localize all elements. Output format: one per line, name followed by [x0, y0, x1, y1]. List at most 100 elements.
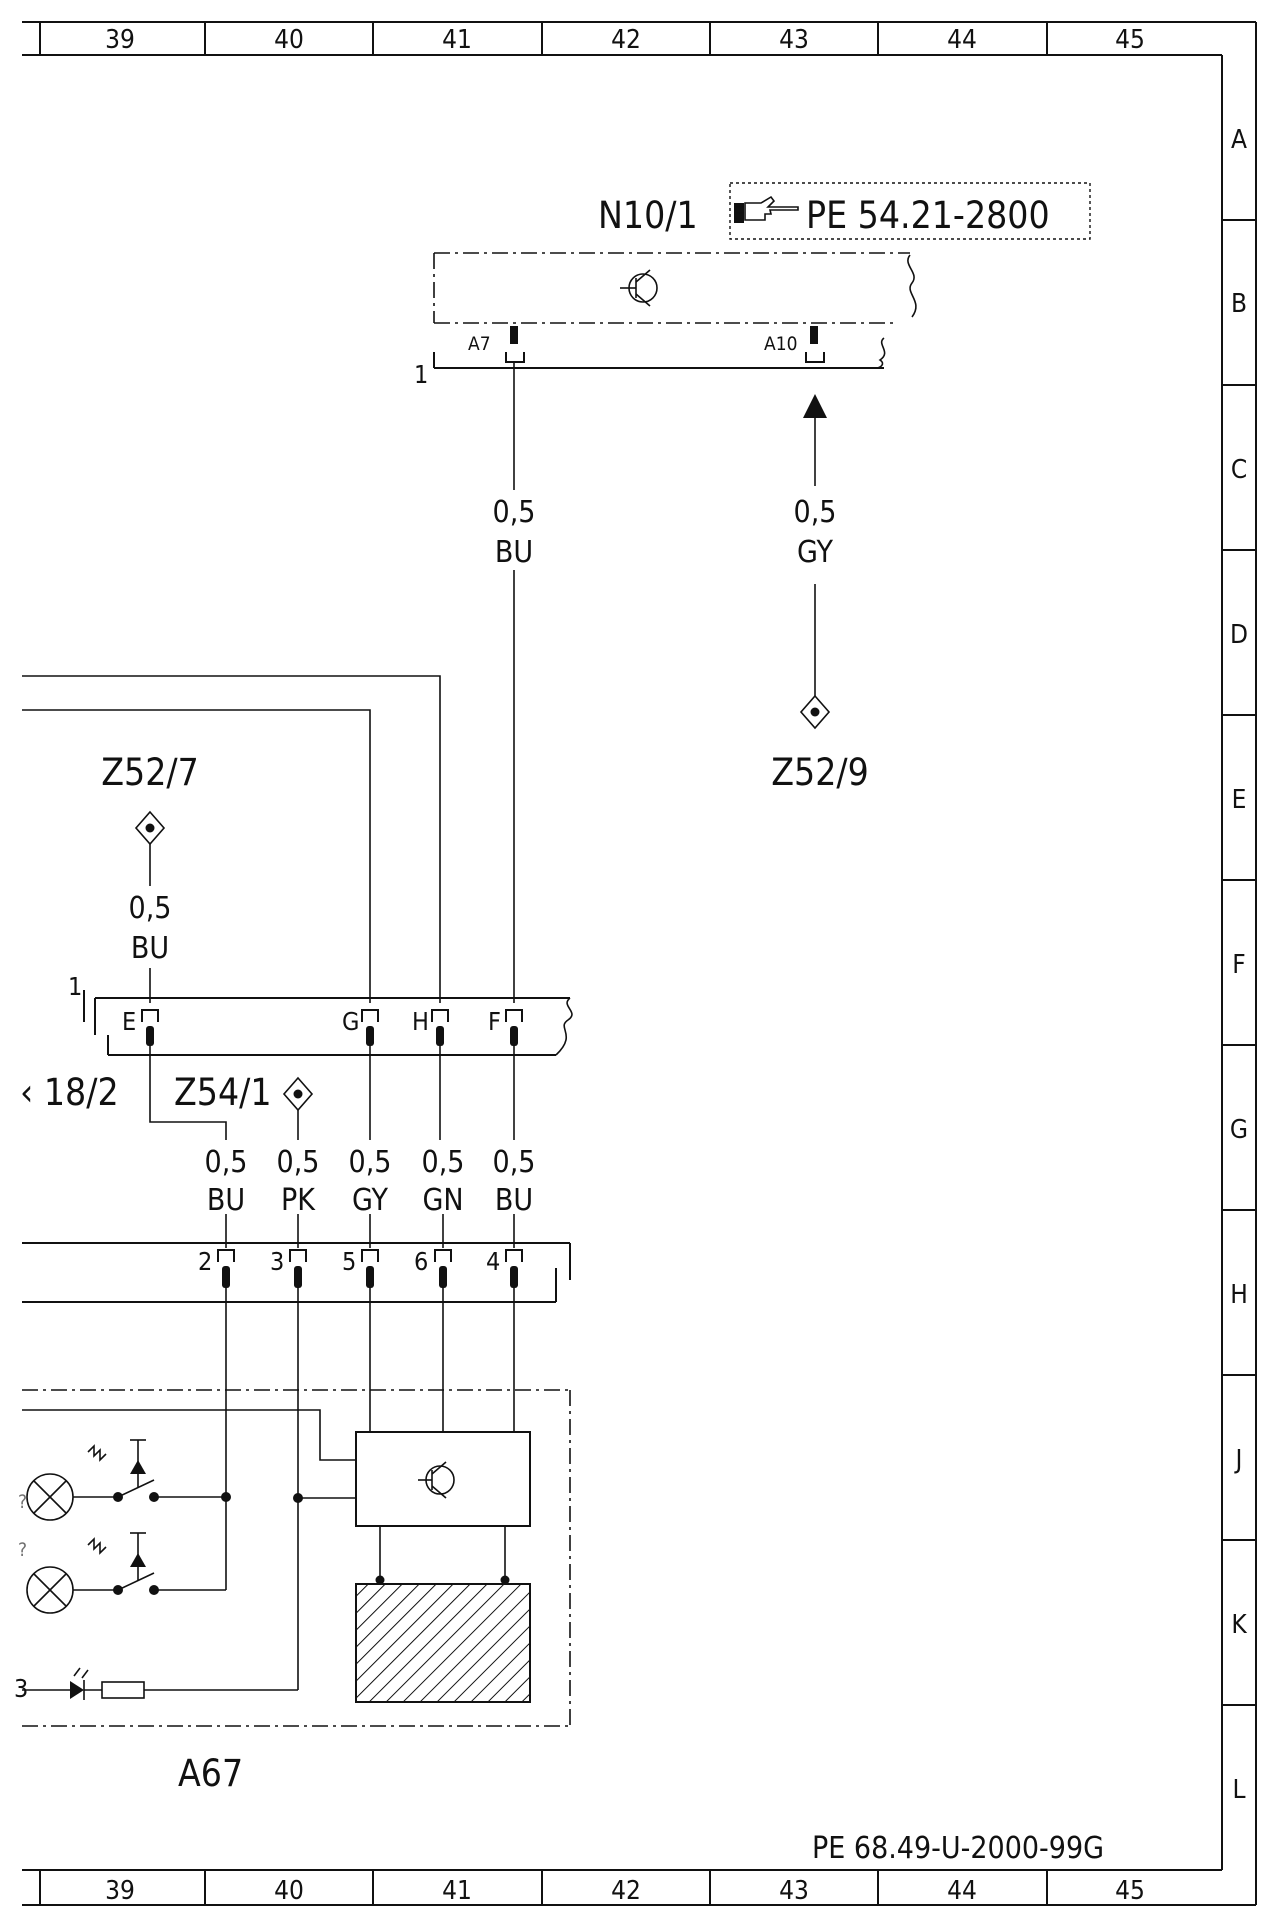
row-label-K: K: [1231, 1610, 1247, 1640]
pin-label-a7: A7: [468, 333, 491, 355]
column-label-44: 44: [947, 1876, 977, 1906]
column-label-45: 45: [1115, 1876, 1145, 1906]
wire-bottom-4-size: 0,5: [422, 1145, 465, 1180]
pin-3: [289, 1249, 307, 1288]
wire-a7-size: 0,5: [493, 495, 536, 530]
wire-bottom-4-color: GN: [422, 1183, 463, 1218]
hatched-component: [355, 1583, 531, 1703]
module-control-box: [355, 1431, 531, 1527]
column-label-44: 44: [947, 25, 977, 55]
row-label-D: D: [1230, 620, 1248, 650]
pin-group-number: 1: [414, 360, 428, 389]
pin-label-4: 4: [486, 1247, 500, 1276]
pin-h: [431, 1009, 449, 1046]
pin-a7: [510, 326, 518, 344]
column-label-39: 39: [105, 25, 135, 55]
wire-bottom-2-color: PK: [281, 1183, 316, 1218]
pin-e: [141, 1009, 159, 1046]
column-label-42: 42: [611, 1876, 641, 1906]
pointing-hand-icon: [734, 195, 799, 223]
wire-a7-color: BU: [495, 535, 533, 570]
row-label-G: G: [1230, 1115, 1248, 1145]
row-label-J: J: [1234, 1445, 1243, 1475]
pin-label-a10: A10: [764, 333, 797, 355]
left-edge-mark-2: ?: [18, 1539, 27, 1561]
column-ruler-top: 39 40 41 42 43 44 45: [105, 22, 1145, 55]
pin-label-e: E: [122, 1007, 136, 1036]
left-edge-marks: ? ? 3: [14, 1491, 28, 1703]
pin-label-6: 6: [414, 1247, 428, 1276]
pin-label-g: G: [342, 1007, 359, 1036]
column-label-43: 43: [779, 25, 809, 55]
ecu-n10-1-label: N10/1: [598, 194, 698, 237]
pin-g: [361, 1009, 379, 1046]
splice-z52-9-label: Z52/9: [771, 751, 869, 794]
connector-x18-2-label: ‹ 18/2: [20, 1071, 119, 1114]
ecu-n10-1: N10/1 PE 54.21-2800 1 A7: [414, 182, 1091, 389]
pin-a10: [810, 326, 818, 344]
wire-bottom-5-color: BU: [495, 1183, 533, 1218]
wire-bottom-3-size: 0,5: [349, 1145, 392, 1180]
module-a67-label: A67: [178, 1752, 243, 1795]
pin-f: [505, 1009, 523, 1046]
column-label-40: 40: [274, 25, 304, 55]
row-label-A: A: [1231, 125, 1247, 155]
pin-2: [217, 1249, 235, 1288]
wire-a10-size: 0,5: [794, 495, 837, 530]
splice-z54-1-label: Z54/1: [174, 1071, 272, 1114]
footer-reference: PE 68.49-U-2000-99G: [812, 1831, 1104, 1866]
row-label-C: C: [1231, 455, 1247, 485]
wire-bottom-5-size: 0,5: [493, 1145, 536, 1180]
column-label-42: 42: [611, 25, 641, 55]
row-label-H: H: [1230, 1280, 1248, 1310]
splice-z52-7: Z52/7 0,5 BU: [101, 751, 199, 1003]
transistor-icon: [620, 269, 658, 307]
connector-bottom: 2 3 5 6 4: [22, 1242, 571, 1303]
pin-label-f: F: [488, 1007, 501, 1036]
ecu-n10-1-reference: PE 54.21-2800: [806, 194, 1050, 237]
wire-z52-7-color: BU: [131, 931, 169, 966]
row-label-F: F: [1232, 950, 1245, 980]
pin-5: [361, 1249, 379, 1288]
column-label-45: 45: [1115, 25, 1145, 55]
pin-label-h: H: [412, 1007, 429, 1036]
module-a67: A67: [22, 1288, 571, 1795]
wire-a10: 0,5 GY Z52/9: [771, 394, 869, 794]
reference-box: [729, 182, 1091, 240]
left-edge-mark-1: ?: [18, 1491, 27, 1513]
lamp-icon: [26, 1473, 74, 1521]
connector-x18-2: 1 E G H F ‹ 18/2: [20, 972, 573, 1114]
column-ruler-bottom: 39 40 41 42 43 44 45: [105, 1870, 1145, 1906]
switch-icon: [87, 1439, 146, 1488]
arrow-up-icon: [803, 394, 827, 418]
pin-label-3: 3: [270, 1247, 284, 1276]
row-label-B: B: [1231, 289, 1247, 319]
lamp-icon: [26, 1566, 74, 1614]
column-label-41: 41: [442, 25, 472, 55]
splice-icon: [799, 694, 831, 730]
wire-a10-color: GY: [797, 535, 833, 570]
transistor-icon: [418, 1461, 455, 1499]
column-label-41: 41: [442, 1876, 472, 1906]
left-edge-mark-3: 3: [14, 1674, 28, 1703]
wire-bottom-2-size: 0,5: [277, 1145, 320, 1180]
switch-icon: [87, 1532, 146, 1581]
column-label-40: 40: [274, 1876, 304, 1906]
row-label-E: E: [1232, 785, 1247, 815]
wire-bottom-1-size: 0,5: [205, 1145, 248, 1180]
wire-z52-7-size: 0,5: [129, 891, 172, 926]
splice-z54-1: Z54/1: [174, 1071, 314, 1140]
drawing-frame: [22, 21, 1257, 1906]
wire-bottom-3-color: GY: [352, 1183, 388, 1218]
row-ruler-right: A B C D E F G H J K L: [1222, 125, 1256, 1805]
splice-z52-7-label: Z52/7: [101, 751, 199, 794]
led-icon: [22, 1667, 89, 1700]
wires-middle: 0,5 BU 0,5 PK 0,5 GY 0,5 GN 0,5 BU: [149, 1046, 536, 1248]
pin-label-2: 2: [198, 1247, 212, 1276]
resistor-icon: [101, 1681, 145, 1699]
pin-4: [505, 1249, 523, 1288]
column-label-43: 43: [779, 1876, 809, 1906]
row-label-L: L: [1232, 1775, 1245, 1805]
wire-a7: 0,5 BU: [493, 362, 536, 1003]
